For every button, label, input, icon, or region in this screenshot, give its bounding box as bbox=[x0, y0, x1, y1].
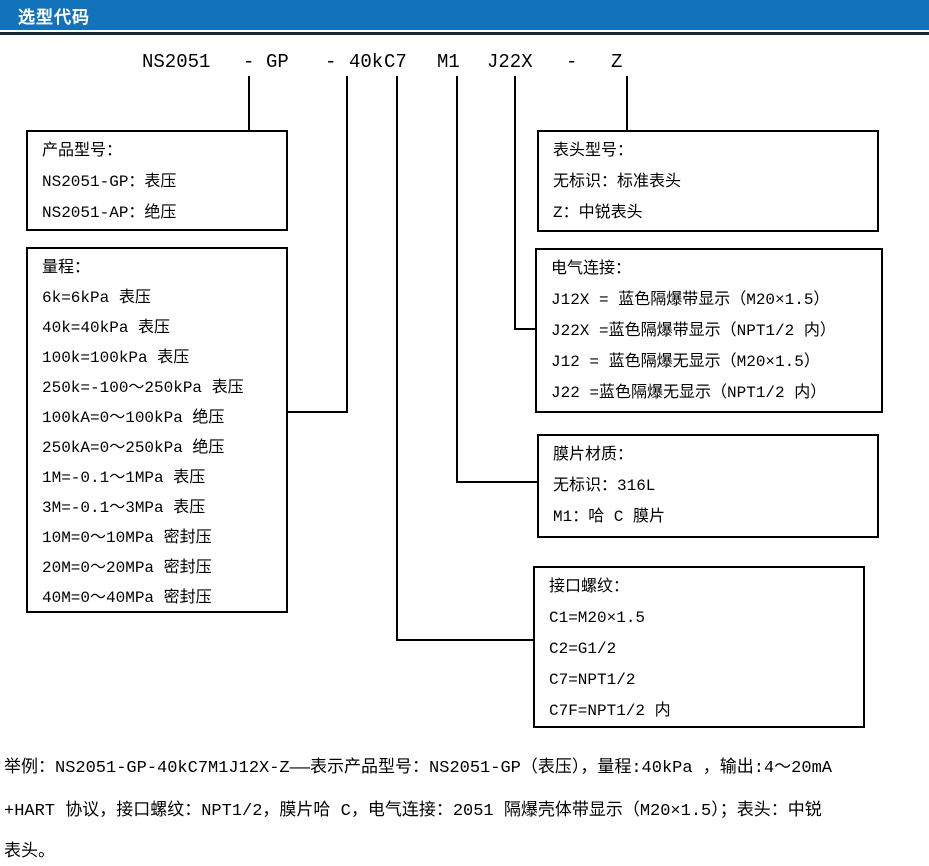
example-text-line-3: 表头。 bbox=[4, 843, 55, 862]
code-part-gp: GP bbox=[266, 51, 289, 73]
code-part-electrical: J22X bbox=[487, 51, 533, 73]
box-thread: 接口螺纹： C1=M20×1.5 C2=G1/2 C7=NPT1/2 C7F=N… bbox=[533, 566, 865, 728]
header-underline bbox=[0, 32, 929, 35]
connector-electrical-vline bbox=[514, 76, 516, 330]
box-line: 250k=-100～250kPa 表压 bbox=[42, 379, 244, 397]
section-header-bar: 选型代码 bbox=[0, 0, 929, 30]
box-line: J12 = 蓝色隔爆无显示（M20×1.5） bbox=[551, 353, 820, 371]
box-line: 40k=40kPa 表压 bbox=[42, 319, 171, 337]
example-text-line-1: 举例：NS2051-GP-40kC7M1J12X-Z——表示产品型号：NS205… bbox=[4, 759, 832, 778]
connector-electrical-hline bbox=[514, 328, 537, 330]
box-line: 20M=0～20MPa 密封压 bbox=[42, 559, 212, 577]
code-part-dash-2: - bbox=[325, 51, 337, 73]
connector-head-vline bbox=[626, 76, 628, 130]
box-line: C2=G1/2 bbox=[549, 640, 617, 658]
box-line: M1：哈 C 膜片 bbox=[553, 508, 666, 526]
box-line: C7F=NPT1/2 内 bbox=[549, 702, 671, 720]
box-electrical: 电气连接： J12X = 蓝色隔爆带显示（M20×1.5） J22X =蓝色隔爆… bbox=[535, 248, 883, 413]
box-range: 量程： 6k=6kPa 表压 40k=40kPa 表压 100k=100kPa … bbox=[26, 247, 288, 613]
box-product-model-title: 产品型号： bbox=[42, 142, 123, 160]
box-display-head: 表头型号： 无标识：标准表头 Z：中锐表头 bbox=[537, 130, 879, 232]
box-display-head-title: 表头型号： bbox=[553, 142, 634, 160]
connector-thread-hline bbox=[396, 639, 535, 641]
code-part-range: 40k bbox=[349, 51, 384, 73]
connector-model-vline bbox=[248, 76, 250, 130]
box-line: 250kA=0～250kPa 绝压 bbox=[42, 439, 225, 457]
box-thread-title: 接口螺纹： bbox=[549, 578, 630, 596]
box-line: J22 =蓝色隔爆无显示（NPT1/2 内） bbox=[551, 384, 827, 402]
box-line: 1M=-0.1～1MPa 表压 bbox=[42, 469, 206, 487]
code-part-diaphragm: M1 bbox=[437, 51, 460, 73]
code-part-head: Z bbox=[611, 51, 623, 73]
box-line: 无标识：标准表头 bbox=[553, 173, 682, 191]
box-product-model: 产品型号： NS2051-GP：表压 NS2051-AP：绝压 bbox=[26, 130, 288, 231]
box-line: NS2051-AP：绝压 bbox=[42, 204, 177, 222]
code-part-model: NS2051 bbox=[142, 51, 211, 73]
connector-diaphragm-vline bbox=[456, 76, 458, 483]
box-line: 100k=100kPa 表压 bbox=[42, 349, 190, 367]
box-line: 100kA=0～100kPa 绝压 bbox=[42, 409, 225, 427]
connector-diaphragm-hline bbox=[456, 481, 539, 483]
code-part-thread: C7 bbox=[384, 51, 407, 73]
example-text-line-2: +HART 协议，接口螺纹：NPT1/2，膜片哈 C，电气连接：2051 隔爆壳… bbox=[4, 802, 822, 821]
box-line: C1=M20×1.5 bbox=[549, 609, 646, 627]
box-line: 3M=-0.1～3MPa 表压 bbox=[42, 499, 206, 517]
box-range-title: 量程： bbox=[42, 259, 91, 277]
code-part-dash-3: - bbox=[566, 51, 578, 73]
box-electrical-title: 电气连接： bbox=[551, 260, 632, 278]
box-line: Z：中锐表头 bbox=[553, 204, 643, 222]
box-line: 6k=6kPa 表压 bbox=[42, 289, 151, 307]
section-title: 选型代码 bbox=[18, 7, 90, 27]
box-line: J22X =蓝色隔爆带显示（NPT1/2 内） bbox=[551, 322, 836, 340]
box-line: 10M=0～10MPa 密封压 bbox=[42, 529, 212, 547]
box-line: 40M=0～40MPa 密封压 bbox=[42, 589, 212, 607]
box-line: NS2051-GP：表压 bbox=[42, 173, 177, 191]
connector-range-vline bbox=[346, 76, 348, 413]
box-diaphragm: 膜片材质： 无标识：316L M1：哈 C 膜片 bbox=[537, 434, 879, 538]
box-line: 无标识：316L bbox=[553, 477, 656, 495]
box-diaphragm-title: 膜片材质： bbox=[553, 446, 634, 464]
connector-range-hline bbox=[288, 411, 348, 413]
box-line: C7=NPT1/2 bbox=[549, 671, 636, 689]
connector-thread-vline bbox=[396, 76, 398, 641]
code-part-dash-1: - bbox=[243, 51, 255, 73]
box-line: J12X = 蓝色隔爆带显示（M20×1.5） bbox=[551, 291, 830, 309]
